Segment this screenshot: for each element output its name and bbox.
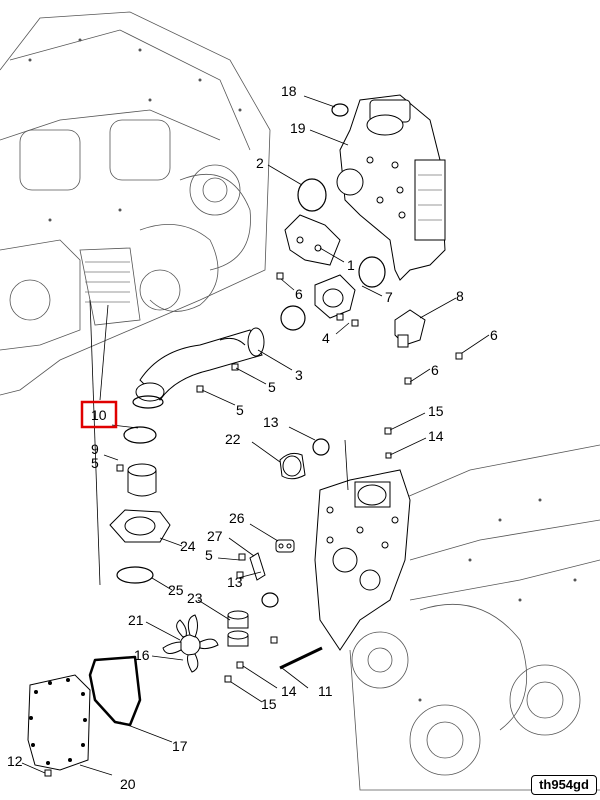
cover-plate-20	[27, 674, 91, 771]
o-ring-13a	[312, 438, 330, 456]
o-ring-18	[331, 103, 349, 117]
shaft-11	[279, 646, 323, 670]
callout-25: 25	[168, 582, 184, 598]
callout-21: 21	[128, 612, 144, 628]
callout-15-lower: 15	[261, 696, 277, 712]
o-ring-4	[280, 305, 306, 331]
callout-22: 22	[225, 431, 241, 447]
o-ring-13b	[261, 592, 279, 608]
callout-11: 11	[318, 683, 333, 699]
callout-16: 16	[134, 647, 150, 663]
callout-2: 2	[256, 155, 264, 171]
callout-8: 8	[456, 288, 464, 304]
callout-26: 26	[229, 510, 245, 526]
plate-26	[249, 539, 295, 581]
callout-5-left: 5	[91, 455, 99, 471]
callout-18: 18	[281, 83, 297, 99]
callout-13-lower: 13	[227, 574, 243, 590]
engine-block-outline	[0, 11, 271, 396]
callout-6-upper: 6	[295, 286, 303, 302]
fitting-22	[279, 452, 306, 480]
outlet-7	[314, 274, 356, 319]
o-ring-25	[116, 566, 154, 584]
bracket-1	[284, 214, 341, 266]
callout-13-upper: 13	[263, 414, 279, 430]
leader-lines	[21, 95, 490, 776]
callout-5-plate: 5	[205, 547, 213, 563]
callout-14-upper: 14	[428, 428, 444, 444]
callout-7: 7	[385, 289, 393, 305]
water-pump-housing	[314, 469, 411, 651]
callout-9: 9	[91, 441, 99, 457]
callout-6-right: 6	[490, 327, 498, 343]
impeller-21	[162, 614, 219, 673]
bushings-23	[227, 610, 249, 647]
callout-6-lower: 6	[431, 362, 439, 378]
callout-15-upper: 15	[428, 403, 444, 419]
callout-24: 24	[180, 538, 196, 554]
bolts	[44, 272, 463, 777]
lower-engine-block-outline	[349, 444, 600, 791]
callout-12: 12	[7, 753, 23, 769]
callout-14-lower: 14	[281, 683, 297, 699]
callout-5-mid: 5	[236, 402, 244, 418]
o-ring-1	[358, 256, 386, 288]
thermostat-housing	[336, 94, 446, 281]
callout-27: 27	[207, 528, 223, 544]
flange-24	[109, 509, 171, 543]
sensor-8	[394, 309, 426, 348]
o-ring-9	[123, 426, 157, 444]
diagram-reference-code: th954gd	[531, 775, 597, 795]
callout-17: 17	[172, 738, 188, 754]
gasket-2	[297, 178, 327, 212]
clamp-10	[132, 395, 164, 409]
callout-1: 1	[347, 257, 355, 273]
sleeve	[127, 463, 157, 497]
callout-4: 4	[322, 330, 330, 346]
gasket-17	[88, 655, 142, 727]
callout-23: 23	[187, 590, 203, 606]
callout-5-hose: 5	[268, 379, 276, 395]
callout-10: 10	[91, 407, 107, 423]
callout-labels: 18 19 2 1 7 6 4 8 6 6 3 5 5 10 9 5 13 22…	[7, 83, 498, 792]
callout-20: 20	[120, 776, 136, 792]
callout-19: 19	[290, 120, 306, 136]
highlight-box-10	[80, 400, 118, 429]
callout-3: 3	[295, 367, 303, 383]
